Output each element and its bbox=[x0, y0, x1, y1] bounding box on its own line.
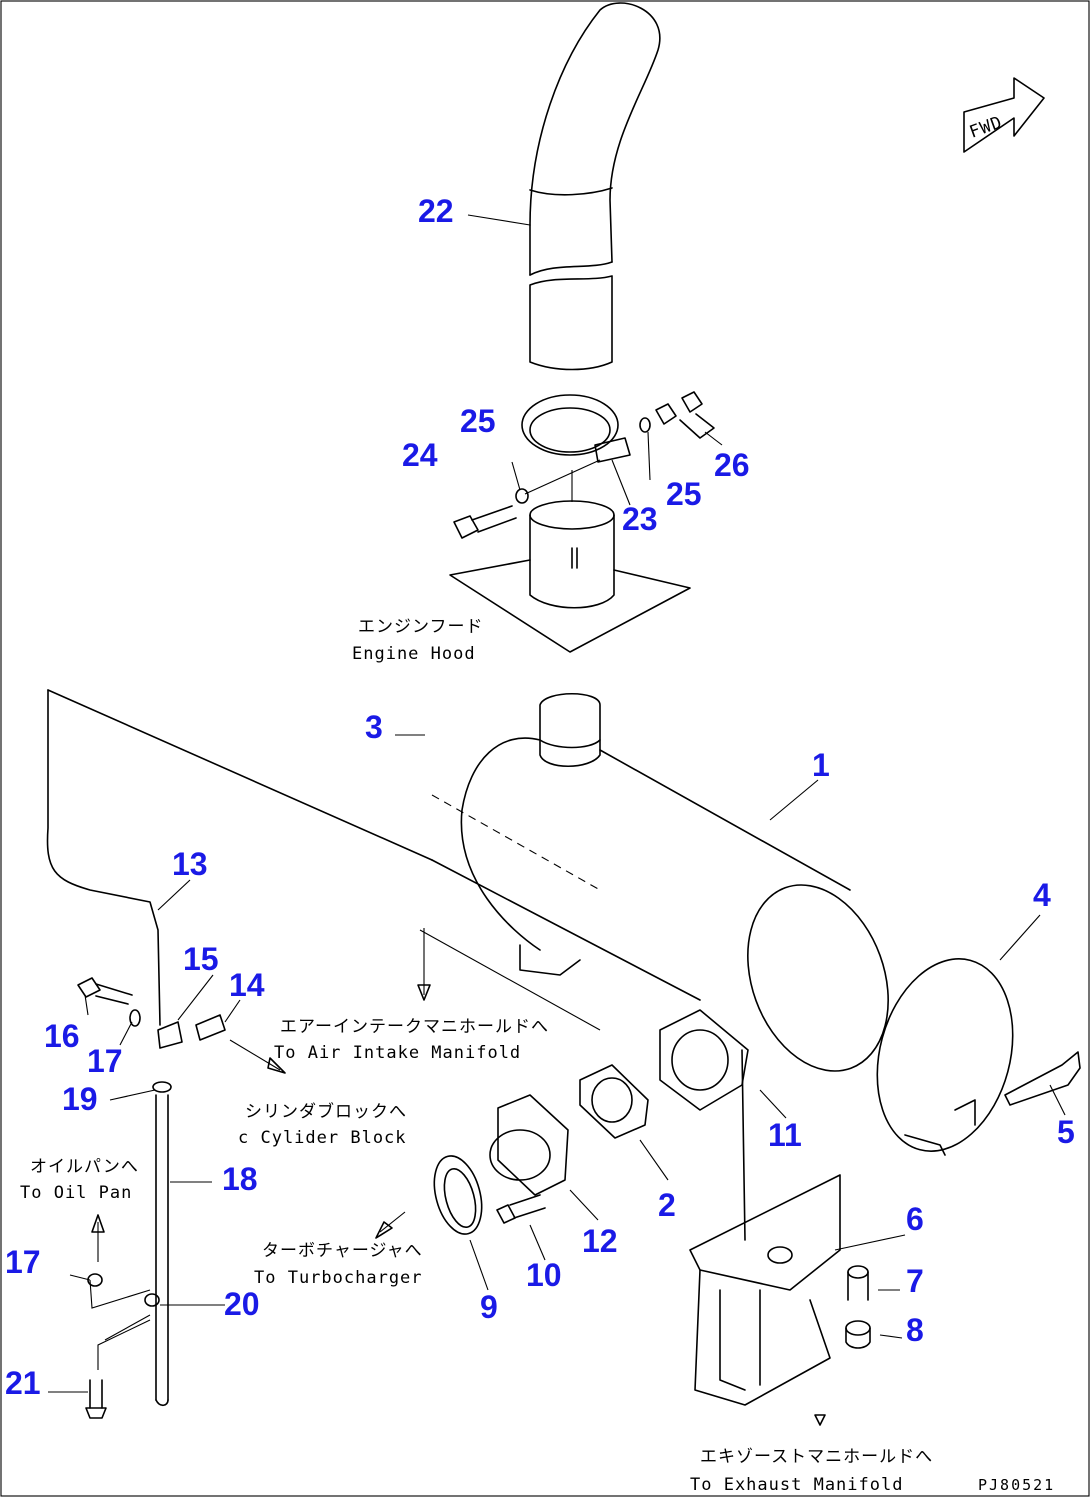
engine-hood-note-jp: エンジンフード bbox=[358, 617, 484, 637]
turbo-note-en: To Turbocharger bbox=[254, 1268, 423, 1288]
hood-sheet bbox=[46, 689, 701, 1031]
fwd-label: FWD bbox=[967, 112, 1006, 142]
pipe-clamp bbox=[521, 394, 631, 463]
callout-3: 3 bbox=[365, 709, 383, 745]
leader-lines bbox=[48, 214, 1066, 1393]
spacer-8 bbox=[845, 1320, 871, 1349]
muffler-body bbox=[431, 692, 889, 1072]
clamp-bolt bbox=[453, 391, 715, 539]
callout-21: 21 bbox=[5, 1365, 41, 1401]
callout-8: 8 bbox=[906, 1312, 924, 1348]
callout-7: 7 bbox=[906, 1263, 924, 1299]
callout-18: 18 bbox=[222, 1161, 258, 1197]
callout-9: 9 bbox=[480, 1289, 498, 1325]
cylinder-note-jp: シリンダブロックへ bbox=[245, 1101, 407, 1122]
inlet-flange bbox=[659, 1009, 749, 1241]
tail-pipe bbox=[529, 2, 661, 371]
callout-16: 16 bbox=[44, 1018, 80, 1054]
cylinder-note-en: c Cylider Block bbox=[238, 1128, 407, 1148]
callout-17b: 17 bbox=[5, 1244, 41, 1280]
drawing-code: PJ80521 bbox=[978, 1476, 1055, 1494]
turbo-note-jp: ターボチャージャへ bbox=[262, 1241, 423, 1261]
callout-14: 14 bbox=[229, 967, 265, 1003]
band-clamp bbox=[876, 958, 1014, 1156]
exhaust-note-en: To Exhaust Manifold bbox=[690, 1475, 903, 1495]
gasket-2 bbox=[579, 1064, 649, 1139]
air-intake-note-en: To Air Intake Manifold bbox=[274, 1043, 521, 1063]
callout-15: 15 bbox=[183, 941, 219, 977]
callout-23: 23 bbox=[622, 501, 658, 537]
callout-5: 5 bbox=[1057, 1114, 1075, 1150]
callout-20: 20 bbox=[224, 1286, 260, 1322]
callout-2: 2 bbox=[658, 1187, 676, 1223]
oil-pan-note-jp: オイルパンへ bbox=[30, 1157, 139, 1177]
adapter-12 bbox=[489, 1094, 569, 1196]
engine-hood-note-en: Engine Hood bbox=[352, 644, 476, 664]
forward-arrow-icon: FWD bbox=[963, 77, 1045, 153]
bracket bbox=[689, 1174, 841, 1406]
callout-24: 24 bbox=[402, 437, 438, 473]
bolt-5 bbox=[1004, 1051, 1081, 1106]
callout-25b: 25 bbox=[666, 476, 702, 512]
callout-6: 6 bbox=[906, 1201, 924, 1237]
bolt-7 bbox=[847, 1265, 869, 1301]
callout-13: 13 bbox=[172, 846, 208, 882]
callout-11: 11 bbox=[768, 1117, 802, 1153]
bolt-10 bbox=[496, 1194, 546, 1224]
exhaust-note-jp: エキゾーストマニホールドへ bbox=[700, 1447, 933, 1467]
engine-hood-stack bbox=[449, 470, 691, 653]
oil-pan-note-en: To Oil Pan bbox=[20, 1183, 132, 1203]
callout-12: 12 bbox=[582, 1223, 618, 1259]
callout-25a: 25 bbox=[460, 403, 496, 439]
callout-26: 26 bbox=[714, 447, 750, 483]
air-intake-note-jp: エアーインテークマニホールドへ bbox=[280, 1017, 549, 1037]
ring-9 bbox=[433, 1155, 483, 1235]
callout-4: 4 bbox=[1033, 877, 1051, 913]
callout-17a: 17 bbox=[87, 1043, 123, 1079]
callout-19: 19 bbox=[62, 1081, 98, 1117]
callout-22: 22 bbox=[418, 193, 454, 229]
direction-arrows bbox=[91, 928, 826, 1426]
support-rod bbox=[77, 977, 226, 1419]
callout-1: 1 bbox=[812, 747, 830, 783]
callout-10: 10 bbox=[526, 1257, 562, 1293]
